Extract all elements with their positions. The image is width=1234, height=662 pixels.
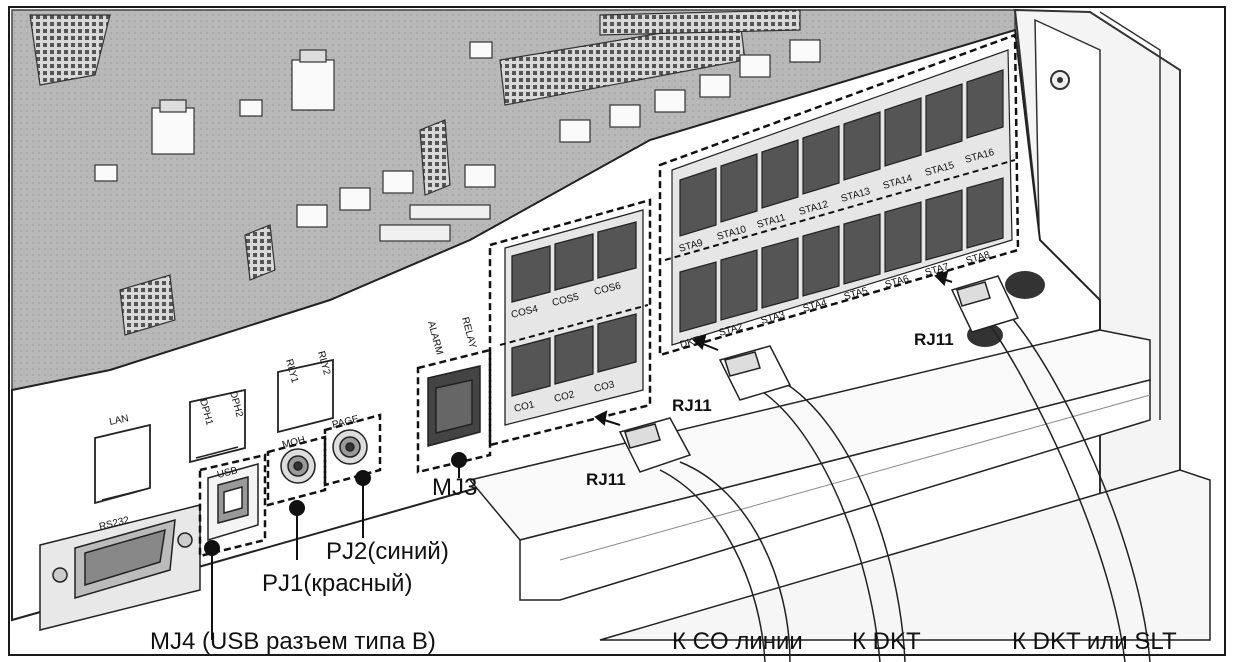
cables xyxy=(659,309,1151,662)
front-ledge xyxy=(468,329,1151,541)
callout-to-co: К CO линии xyxy=(672,628,803,655)
callout-to-dkt: К DKT xyxy=(852,628,921,655)
label-co3: CO3 xyxy=(593,379,616,395)
leader-lines xyxy=(211,460,460,640)
label-usb: USB xyxy=(216,465,239,481)
label-moh: MOH xyxy=(281,435,306,451)
label-co1: CO1 xyxy=(513,399,536,415)
callout-pj2: PJ2(синий) xyxy=(326,538,449,565)
rs232-connector xyxy=(39,504,201,631)
rj11-plugs xyxy=(618,275,1020,473)
label-co2: CO2 xyxy=(553,389,576,405)
rj11-label-dkt-slt: RJ11 xyxy=(914,330,954,349)
usb-port xyxy=(207,463,259,542)
board-components xyxy=(29,9,821,336)
sta-port-block xyxy=(671,49,1013,346)
callout-pj1: PJ1(красный) xyxy=(262,570,413,597)
alarm-relay-port xyxy=(427,365,481,447)
rj11-label-dkt: RJ11 xyxy=(672,396,712,415)
rj11-label-co: RJ11 xyxy=(586,470,626,489)
insertion-arrows xyxy=(594,270,953,426)
dashed-group-outlines xyxy=(198,33,1020,558)
upper-left-ports xyxy=(94,358,334,505)
label-lan: LAN xyxy=(108,413,129,428)
co-port-block xyxy=(504,209,644,426)
moh-jack xyxy=(280,448,316,484)
callout-mj3: MJ3 xyxy=(432,474,478,501)
callout-mj4: MJ4 (USB разъем типа B) xyxy=(150,628,436,655)
callout-to-dkt-slt: К DKT или SLT xyxy=(1012,628,1177,655)
page-jack xyxy=(332,429,368,465)
